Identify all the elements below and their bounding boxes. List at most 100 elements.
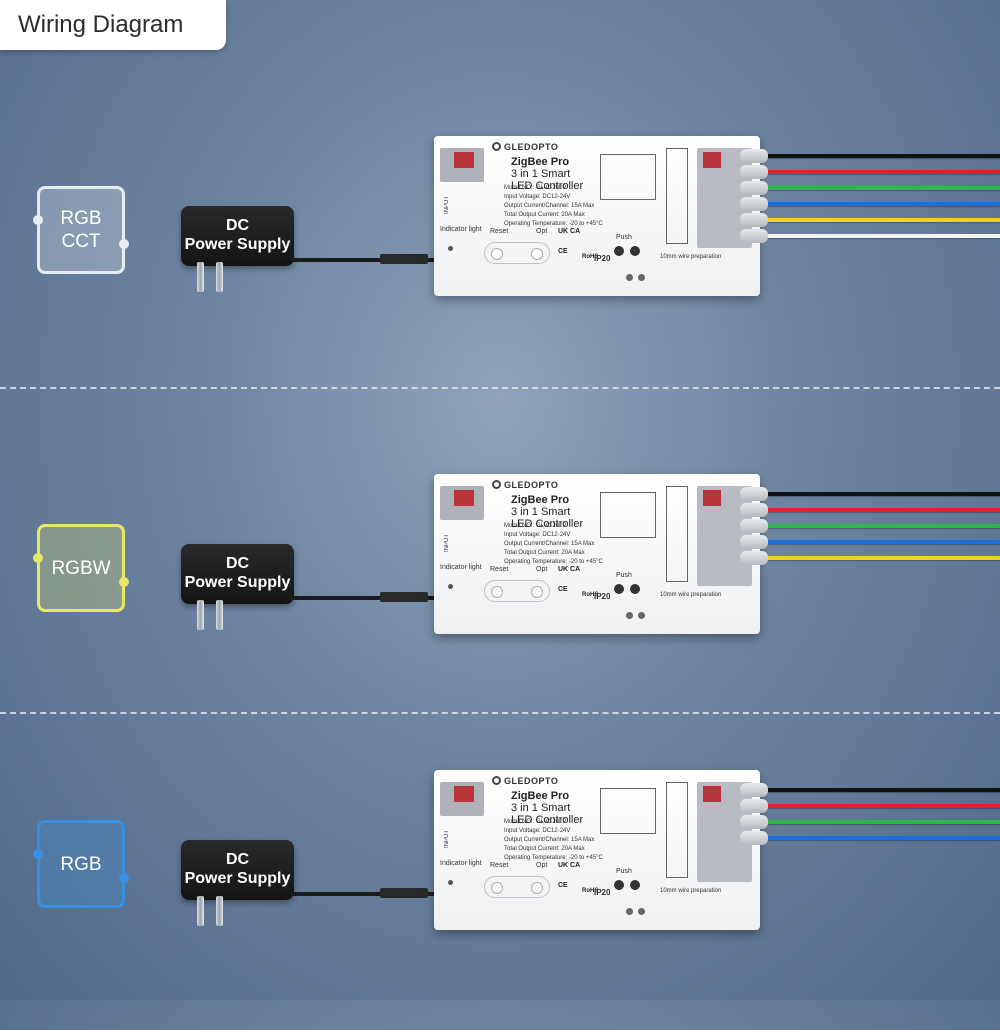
strip-type-line: RGB xyxy=(60,853,102,875)
spec-line: Input Voltage: DC12-24V xyxy=(504,828,571,834)
badge-connector-dot xyxy=(119,577,129,587)
badge-connector-dot xyxy=(33,553,43,563)
mode-table xyxy=(600,788,656,834)
psu-label-line: Power Supply xyxy=(184,236,291,253)
spec-line: Model NO.: GL-C-202P xyxy=(504,523,567,529)
strip-type-line: RGBW xyxy=(51,557,111,579)
psu-label-line: DC xyxy=(225,217,250,234)
output-wire xyxy=(758,540,1000,544)
wire-clip xyxy=(740,815,768,829)
spec-line: Total Output Current: 20A Max xyxy=(504,846,585,852)
output-wire xyxy=(758,234,1000,238)
wire-clip xyxy=(740,229,768,243)
badge-connector-dot xyxy=(119,239,129,249)
reset-opt-button[interactable] xyxy=(484,242,550,264)
spec-line: Total Output Current: 20A Max xyxy=(504,212,585,218)
ip-rating: IP20 xyxy=(594,888,611,897)
strip-type-badge: RGBW xyxy=(33,524,129,612)
output-table xyxy=(666,782,688,878)
wire-clip xyxy=(740,149,768,163)
strip-type-line: CCT xyxy=(61,231,101,252)
wire-clip xyxy=(740,197,768,211)
strip-type-line: RGB xyxy=(60,208,102,229)
reset-label: Reset xyxy=(490,566,509,573)
push-icon xyxy=(614,246,624,256)
wire-prep-label: 10mm wire preparation xyxy=(660,592,722,598)
mount-hole xyxy=(626,274,633,281)
brand-logo-icon xyxy=(492,142,501,151)
ce-mark: CE xyxy=(558,882,568,889)
ce-mark: CE xyxy=(558,248,568,255)
dc-plug xyxy=(380,888,428,898)
mount-hole xyxy=(638,274,645,281)
output-table xyxy=(666,148,688,244)
plug-prong xyxy=(197,600,204,630)
opt-label: Opt xyxy=(536,862,548,869)
mode-table xyxy=(600,492,656,538)
plug-prong xyxy=(197,896,204,926)
badge-connector-dot xyxy=(33,849,43,859)
reset-opt-button[interactable] xyxy=(484,876,550,898)
indicator-label: Indicator light xyxy=(440,860,482,867)
spec-line: Model NO.: GL-C-202P xyxy=(504,185,567,191)
spec-line: Input Voltage: DC12-24V xyxy=(504,532,571,538)
section-divider xyxy=(0,712,1000,714)
output-wire xyxy=(758,788,1000,792)
spec-line: Model NO.: GL-C-202P xyxy=(504,819,567,825)
wire-clip xyxy=(740,535,768,549)
output-wire xyxy=(758,508,1000,512)
input-label: INPUT xyxy=(444,830,450,848)
mount-holes xyxy=(626,274,650,282)
input-lever xyxy=(454,152,474,168)
mount-hole xyxy=(638,612,645,619)
input-lever xyxy=(454,490,474,506)
input-terminal xyxy=(440,486,484,520)
button-knob xyxy=(531,586,543,598)
controller-title-line: 3 in 1 Smart xyxy=(511,802,571,814)
spec-line: Operating Temperature: -20 to +45°C xyxy=(504,559,603,565)
wire-clip xyxy=(740,487,768,501)
push-label: Push xyxy=(616,234,632,241)
wire-prep-label: 10mm wire preparation xyxy=(660,888,722,894)
badge-connector-dot xyxy=(33,215,43,225)
wire-clip xyxy=(740,551,768,565)
wire-clip xyxy=(740,213,768,227)
spec-line: Input Voltage: DC12-24V xyxy=(504,194,571,200)
page-title: Wiring Diagram xyxy=(18,11,184,38)
reset-label: Reset xyxy=(490,862,509,869)
mount-holes xyxy=(626,908,650,916)
title-tab: Wiring Diagram xyxy=(0,0,226,50)
dc-plug xyxy=(380,254,428,264)
brand-logo-icon xyxy=(492,480,501,489)
rohs-mark: RoHS xyxy=(582,888,599,894)
controller-title-line: ZigBee Pro xyxy=(511,790,570,802)
button-knob xyxy=(531,248,543,260)
controller-specs: Model NO.: GL-C-202P Input Voltage: DC12-… xyxy=(504,522,603,567)
indicator-light-icon xyxy=(448,246,453,251)
controller-specs: Model NO.: GL-C-202P Input Voltage: DC12-… xyxy=(504,818,603,863)
ukca-mark: UK CA xyxy=(558,862,581,869)
mode-table xyxy=(600,154,656,200)
input-terminal xyxy=(440,782,484,816)
dc-power-supply: DC Power Supply xyxy=(181,206,294,266)
output-wire xyxy=(758,170,1000,174)
wire-clip xyxy=(740,181,768,195)
button-knob xyxy=(531,882,543,894)
output-wire xyxy=(758,804,1000,808)
spec-line: Output Current/Channel: 15A Max xyxy=(504,541,595,547)
rohs-mark: RoHS xyxy=(582,254,599,260)
mount-hole xyxy=(638,908,645,915)
mount-hole xyxy=(626,612,633,619)
plug-prong xyxy=(216,262,223,292)
output-wire xyxy=(758,186,1000,190)
output-lever xyxy=(703,786,721,802)
reset-opt-button[interactable] xyxy=(484,580,550,602)
controller-title-line: LED Controller xyxy=(511,518,584,530)
